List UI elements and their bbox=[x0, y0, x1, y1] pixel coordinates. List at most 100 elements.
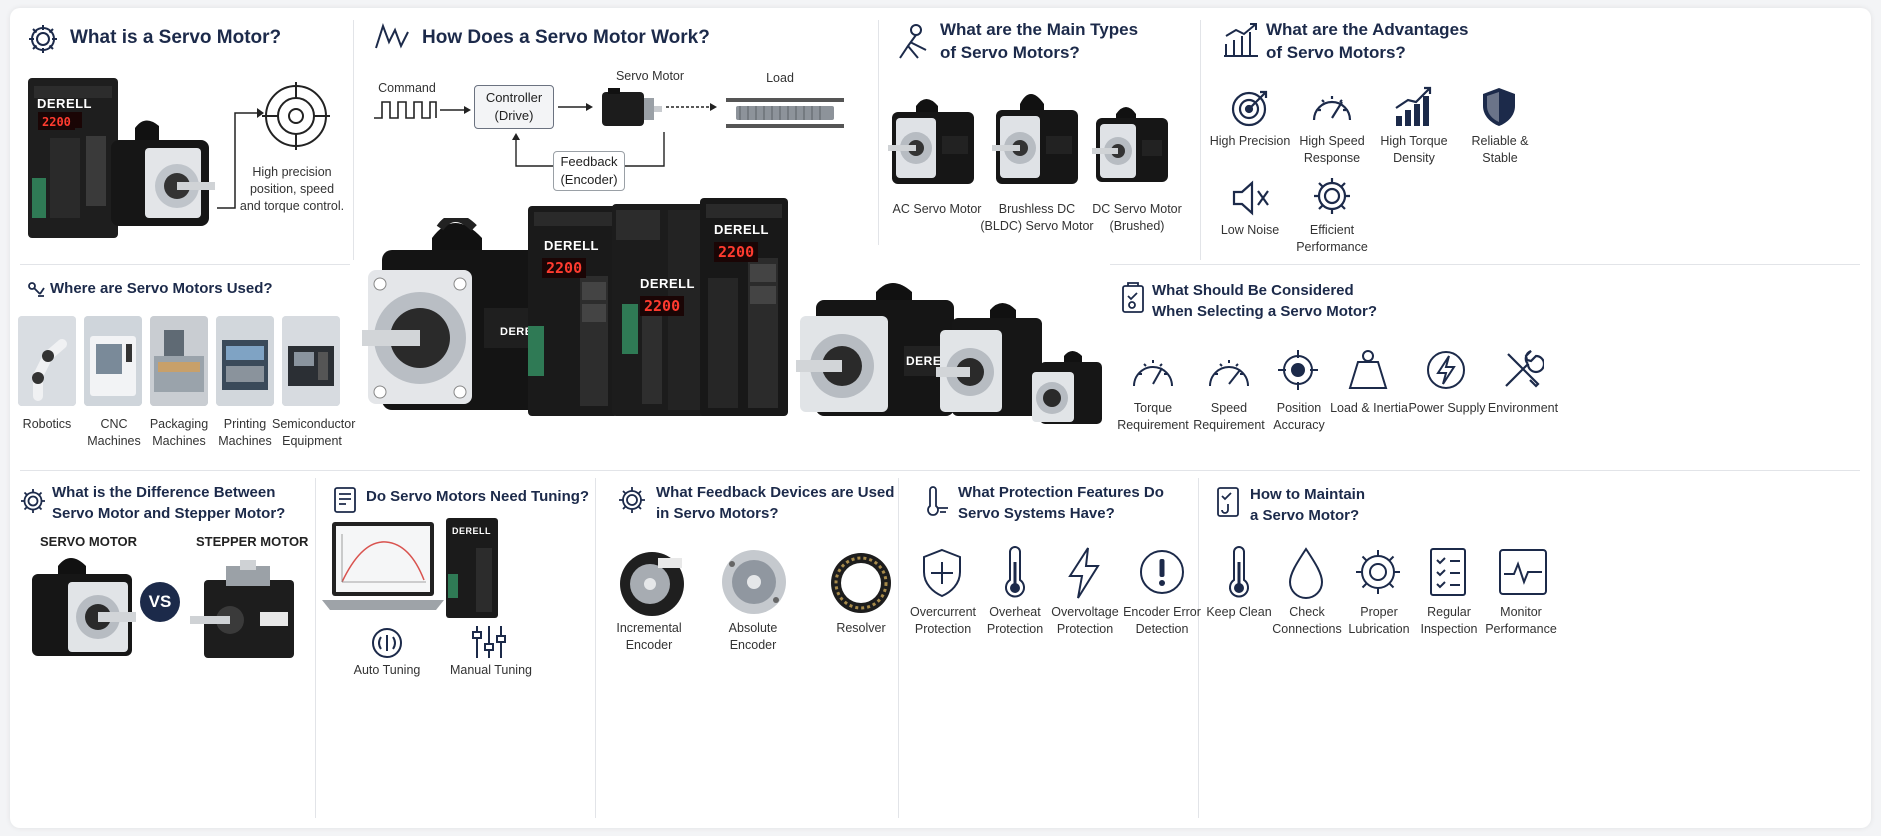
drive-brand: DERELL bbox=[37, 96, 92, 111]
thermometer-hand-icon bbox=[920, 486, 950, 518]
mute-speaker-icon bbox=[1230, 178, 1272, 218]
vs-badge: VS bbox=[140, 582, 180, 622]
controller-box: Controller(Drive) bbox=[474, 85, 554, 129]
drive-3-brand: DERELL bbox=[714, 222, 769, 237]
used-title: Where are Servo Motors Used? bbox=[50, 280, 273, 297]
servo-motor-compare-image bbox=[24, 554, 136, 663]
advantage-label-reliable: Reliable &Stable bbox=[1471, 134, 1529, 165]
waveform-icon bbox=[374, 22, 412, 52]
gear-icon bbox=[618, 486, 646, 514]
advantage-label-noise: Low Noise bbox=[1220, 223, 1280, 237]
drive-2-brand: DERELL bbox=[640, 276, 695, 291]
arrow-connector bbox=[217, 108, 264, 209]
bldc-servo-motor-image bbox=[992, 90, 1082, 191]
target-icon bbox=[1230, 88, 1270, 128]
checklist-icon bbox=[1120, 282, 1146, 314]
type-label-ac: AC Servo Motor bbox=[892, 202, 982, 216]
lightning-icon bbox=[1066, 546, 1102, 600]
cnc-machine-photo bbox=[84, 316, 142, 406]
load-label: Load bbox=[766, 71, 794, 85]
servo-motor-heading: SERVO MOTOR bbox=[40, 534, 138, 549]
gear-icon bbox=[1312, 176, 1352, 216]
resolver-image bbox=[826, 548, 896, 623]
tuning-drive-image bbox=[446, 518, 498, 623]
warning-icon bbox=[1138, 548, 1186, 596]
feedback-box: Feedback(Encoder) bbox=[553, 151, 625, 191]
tuning-drive-brand: DERELL bbox=[452, 526, 491, 536]
drive-1-brand: DERELL bbox=[544, 238, 599, 253]
manual-tuning-label: Manual Tuning bbox=[449, 663, 532, 677]
servo-drive-2-image bbox=[612, 204, 708, 421]
dc-servo-motor-image bbox=[1092, 104, 1172, 189]
growth-chart-icon bbox=[1222, 22, 1260, 58]
servo-motor-image bbox=[105, 120, 215, 235]
drive-1-display: 2200 bbox=[542, 258, 587, 278]
thermometer-icon bbox=[1000, 546, 1030, 600]
pulse-signal bbox=[374, 101, 471, 119]
auto-tuning-icon bbox=[370, 626, 404, 660]
linear-load-image bbox=[726, 94, 844, 139]
maintain-label-clean: Keep Clean bbox=[1206, 605, 1272, 619]
gear-icon bbox=[20, 488, 46, 514]
weight-icon bbox=[1346, 348, 1390, 392]
large-servo-motor-image bbox=[362, 214, 542, 423]
printing-machine-photo bbox=[216, 316, 274, 406]
tuning-title: Do Servo Motors Need Tuning? bbox=[366, 488, 590, 505]
tools-icon bbox=[1500, 348, 1544, 392]
semiconductor-equipment-photo bbox=[282, 316, 340, 406]
type-label-bldc: Brushless DC(BLDC) Servo Motor bbox=[980, 202, 1094, 233]
controller-icon bbox=[332, 486, 358, 514]
absolute-encoder-image bbox=[716, 544, 792, 623]
crosshair-icon bbox=[1276, 348, 1320, 392]
stepper-motor-compare-image bbox=[190, 560, 296, 665]
command-label: Command bbox=[378, 81, 436, 95]
how-work-title: How Does a Servo Motor Work? bbox=[422, 27, 710, 48]
thermometer-icon bbox=[1224, 546, 1254, 600]
servo-motor-label: Servo Motor bbox=[615, 69, 685, 83]
target-icon bbox=[260, 80, 332, 152]
used-label-robotics: Robotics bbox=[22, 417, 72, 431]
packaging-machine-photo bbox=[150, 316, 208, 406]
auto-tuning-label: Auto Tuning bbox=[353, 663, 421, 677]
shield-icon bbox=[1480, 86, 1518, 128]
medium-servo-motor-image bbox=[796, 280, 956, 425]
feedback-label-resolver: Resolver bbox=[836, 621, 886, 635]
power-icon bbox=[1424, 348, 1468, 392]
checklist-icon bbox=[1428, 546, 1468, 598]
selecting-label-power: Power Supply bbox=[1408, 401, 1486, 415]
feedback-loop bbox=[512, 132, 665, 167]
speed-gauge-icon bbox=[1206, 352, 1252, 392]
gauge-icon bbox=[1130, 352, 1176, 392]
bar-chart-icon bbox=[1392, 86, 1436, 128]
drive-3-display: 2200 bbox=[714, 242, 759, 262]
robotics-photo bbox=[18, 316, 76, 406]
selecting-label-environment: Environment bbox=[1487, 401, 1559, 415]
mini-servo-motor-image bbox=[1028, 350, 1104, 431]
inspection-icon bbox=[896, 22, 930, 60]
advantage-label-precision: High Precision bbox=[1209, 134, 1291, 148]
